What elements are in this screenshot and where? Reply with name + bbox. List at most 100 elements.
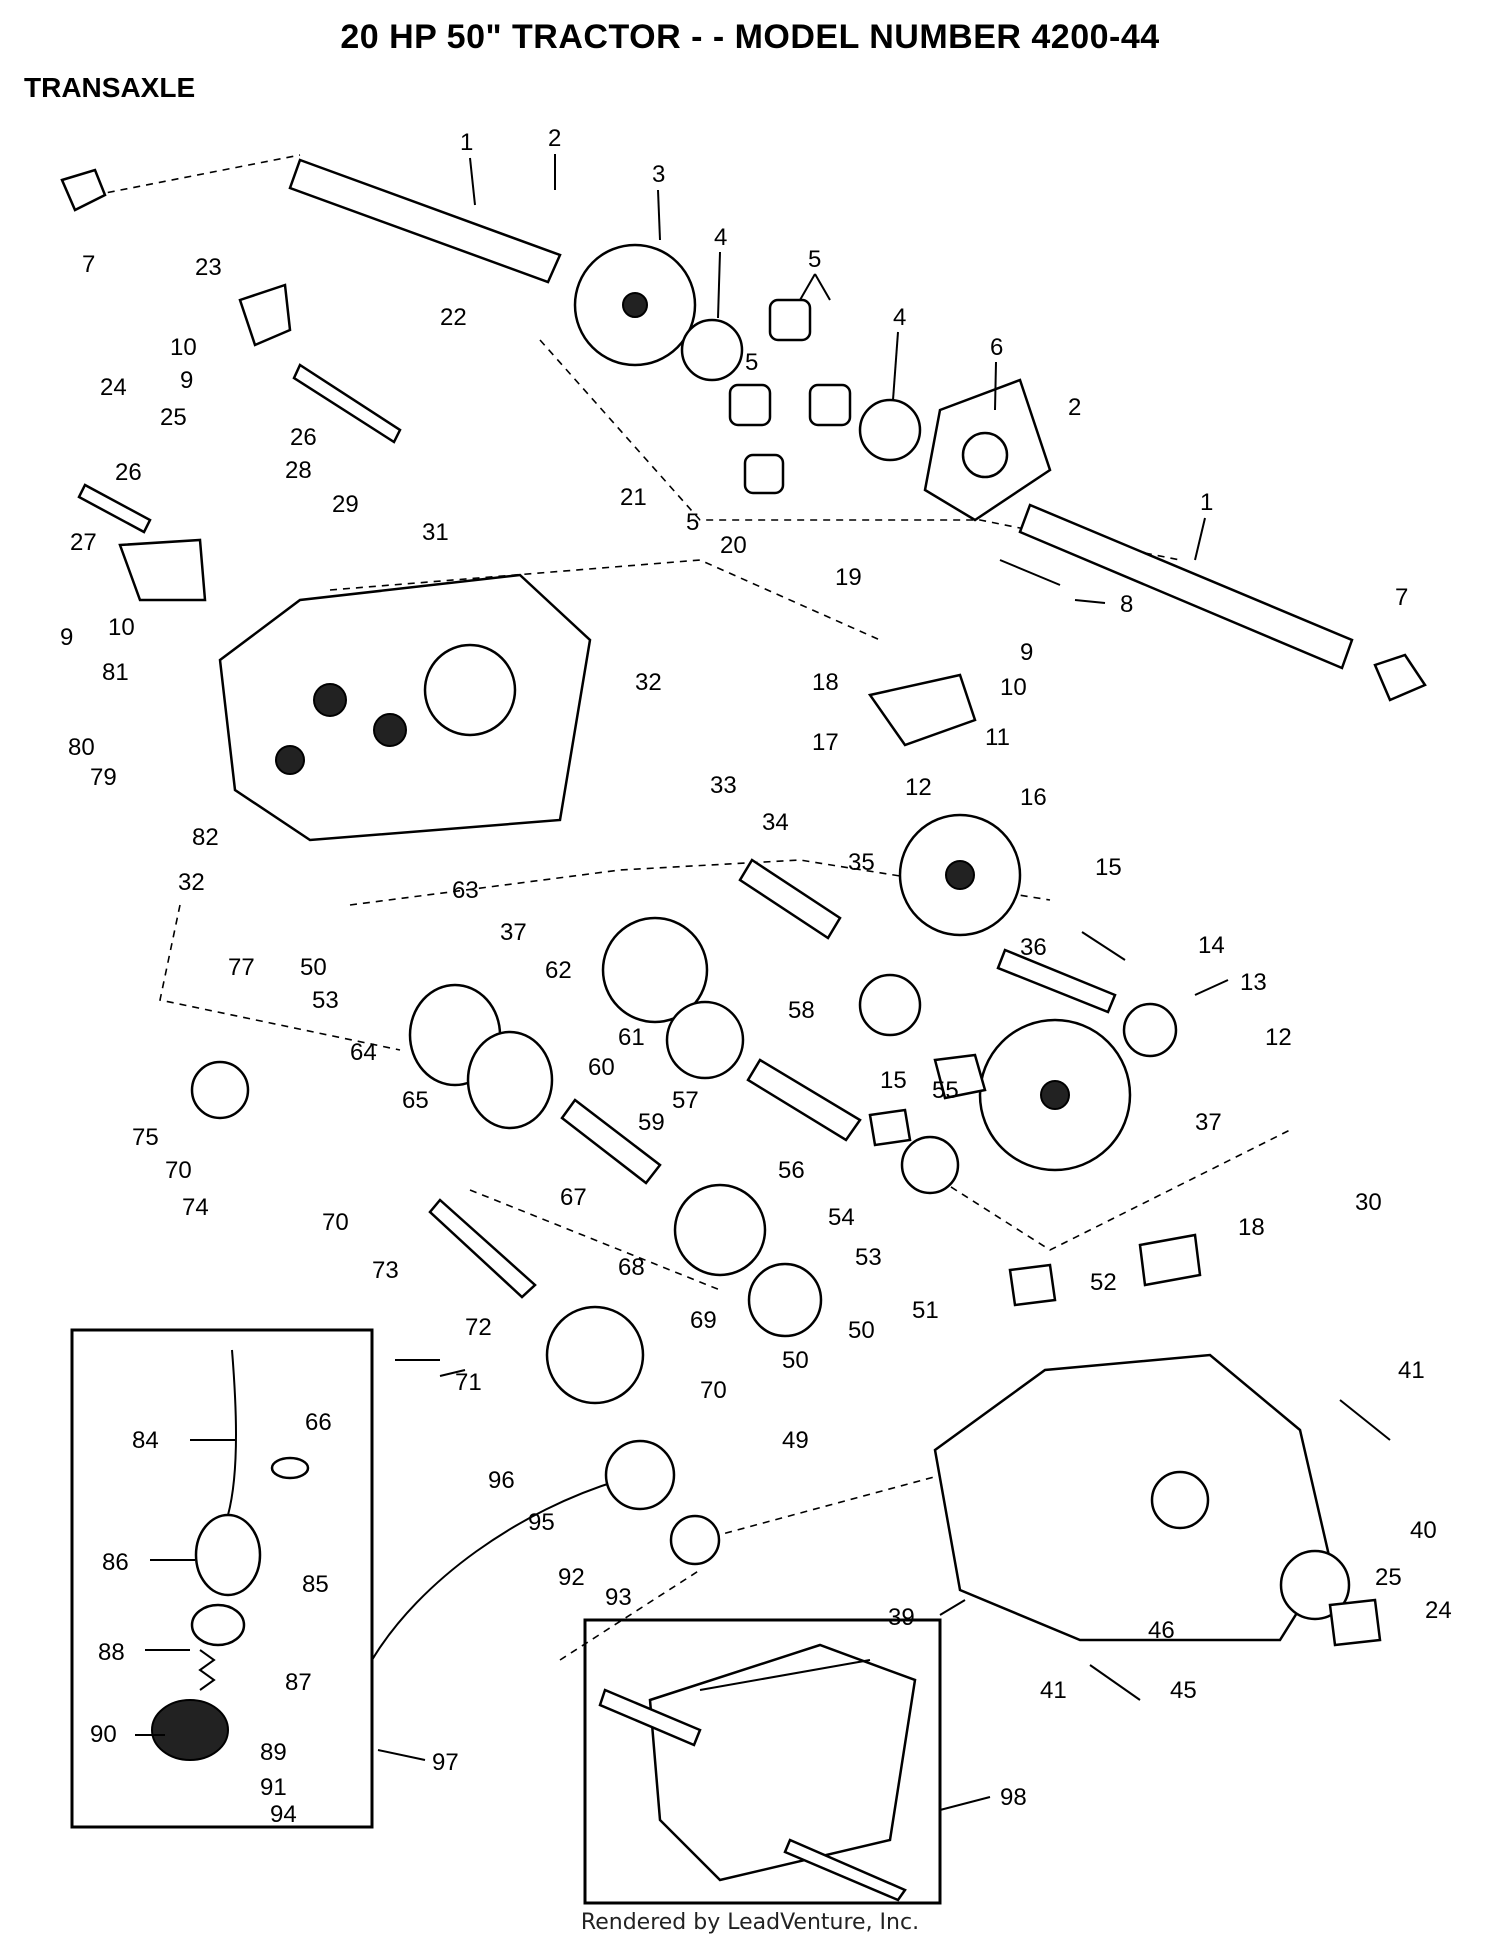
- callout-97: 97: [432, 1749, 459, 1776]
- inset-box: [70, 1328, 374, 1829]
- callout-65: 65: [402, 1087, 429, 1114]
- callout-40: 40: [1410, 1517, 1437, 1544]
- pinion-gear: [808, 383, 852, 427]
- callout-16: 16: [1020, 784, 1047, 811]
- spring: [198, 1649, 216, 1691]
- callout-2: 2: [548, 125, 561, 152]
- callout-79: 79: [90, 764, 117, 791]
- callout-70: 70: [700, 1377, 727, 1404]
- callout-27: 27: [70, 529, 97, 556]
- callout-52: 52: [1090, 1269, 1117, 1296]
- bolt: [1089, 1664, 1141, 1701]
- gear-shaft-group: [190, 813, 1178, 1405]
- bolt: [1339, 1399, 1391, 1441]
- disc: [466, 1030, 554, 1130]
- callout-84: 84: [132, 1427, 159, 1454]
- gear: [858, 973, 922, 1037]
- callout-22: 22: [440, 304, 467, 331]
- callout-8: 8: [1120, 591, 1133, 618]
- callout-28: 28: [285, 457, 312, 484]
- callout-33: 33: [710, 772, 737, 799]
- gear: [900, 1135, 960, 1195]
- callout-98: 98: [1000, 1784, 1027, 1811]
- callout-80: 80: [68, 734, 95, 761]
- callout-50: 50: [848, 1317, 875, 1344]
- upper-axle-group: [60, 158, 1427, 702]
- callout-5: 5: [808, 246, 821, 273]
- axle-washer: [60, 168, 107, 212]
- lever-ball: [194, 1513, 262, 1597]
- shift-fork: [238, 283, 292, 347]
- callout-82: 82: [192, 824, 219, 851]
- bolt: [999, 559, 1061, 586]
- callout-12: 12: [905, 774, 932, 801]
- callout-90: 90: [90, 1721, 117, 1748]
- callout-67: 67: [560, 1184, 587, 1211]
- callout-9: 9: [1020, 639, 1033, 666]
- lever-cap: [190, 1603, 246, 1647]
- callout-36: 36: [1020, 934, 1047, 961]
- callout-61: 61: [618, 1024, 645, 1051]
- callout-15: 15: [1095, 854, 1122, 881]
- callout-9: 9: [180, 367, 193, 394]
- sprocket: [545, 1305, 645, 1405]
- callout-50: 50: [782, 1347, 809, 1374]
- assembled-axle: [598, 1688, 702, 1747]
- callout-46: 46: [1148, 1617, 1175, 1644]
- shaft: [746, 1058, 862, 1142]
- gear: [190, 1060, 250, 1120]
- shaft: [428, 1198, 537, 1299]
- callout-19: 19: [835, 564, 862, 591]
- shaft: [560, 1098, 662, 1185]
- sprocket: [747, 1262, 823, 1338]
- callout-4: 4: [714, 224, 727, 251]
- callout-6: 6: [990, 334, 1003, 361]
- assembled-axle: [783, 1838, 907, 1902]
- callout-56: 56: [778, 1157, 805, 1184]
- callout-26: 26: [290, 424, 317, 451]
- callout-85: 85: [302, 1571, 329, 1598]
- callout-60: 60: [588, 1054, 615, 1081]
- callout-73: 73: [372, 1257, 399, 1284]
- callout-26: 26: [115, 459, 142, 486]
- callout-4: 4: [893, 304, 906, 331]
- callout-31: 31: [422, 519, 449, 546]
- shaft: [738, 858, 842, 940]
- inset-box: [583, 1618, 942, 1905]
- callout-94: 94: [270, 1801, 297, 1828]
- axle-washer: [1373, 653, 1427, 702]
- bearing: [933, 1053, 987, 1100]
- callout-14: 14: [1198, 932, 1225, 959]
- case-half-group: [77, 283, 977, 842]
- callout-7: 7: [82, 251, 95, 278]
- callout-24: 24: [1425, 1597, 1452, 1624]
- bearing: [868, 1108, 912, 1147]
- callout-18: 18: [812, 669, 839, 696]
- callout-96: 96: [488, 1467, 515, 1494]
- sprocket: [673, 1183, 767, 1277]
- callout-25: 25: [160, 404, 187, 431]
- callout-45: 45: [1170, 1677, 1197, 1704]
- section-title: TRANSAXLE: [24, 72, 196, 103]
- callout-41: 41: [1398, 1357, 1425, 1384]
- callout-35: 35: [848, 849, 875, 876]
- callout-93: 93: [605, 1584, 632, 1611]
- callout-57: 57: [672, 1087, 699, 1114]
- callout-87: 87: [285, 1669, 312, 1696]
- callout-37: 37: [1195, 1109, 1222, 1136]
- callout-69: 69: [690, 1307, 717, 1334]
- callout-68: 68: [618, 1254, 645, 1281]
- gear: [601, 916, 709, 1024]
- callout-2: 2: [1068, 394, 1081, 421]
- gear: [1122, 1002, 1178, 1058]
- boot: [604, 1439, 676, 1511]
- callout-54: 54: [828, 1204, 855, 1231]
- pinion-gear: [743, 453, 785, 495]
- callout-92: 92: [558, 1564, 585, 1591]
- callout-20: 20: [720, 532, 747, 559]
- page-title: 20 HP 50" TRACTOR - - MODEL NUMBER 4200-…: [340, 18, 1160, 56]
- pinion-gear: [728, 383, 772, 427]
- small-gear: [858, 398, 922, 462]
- callout-88: 88: [98, 1639, 125, 1666]
